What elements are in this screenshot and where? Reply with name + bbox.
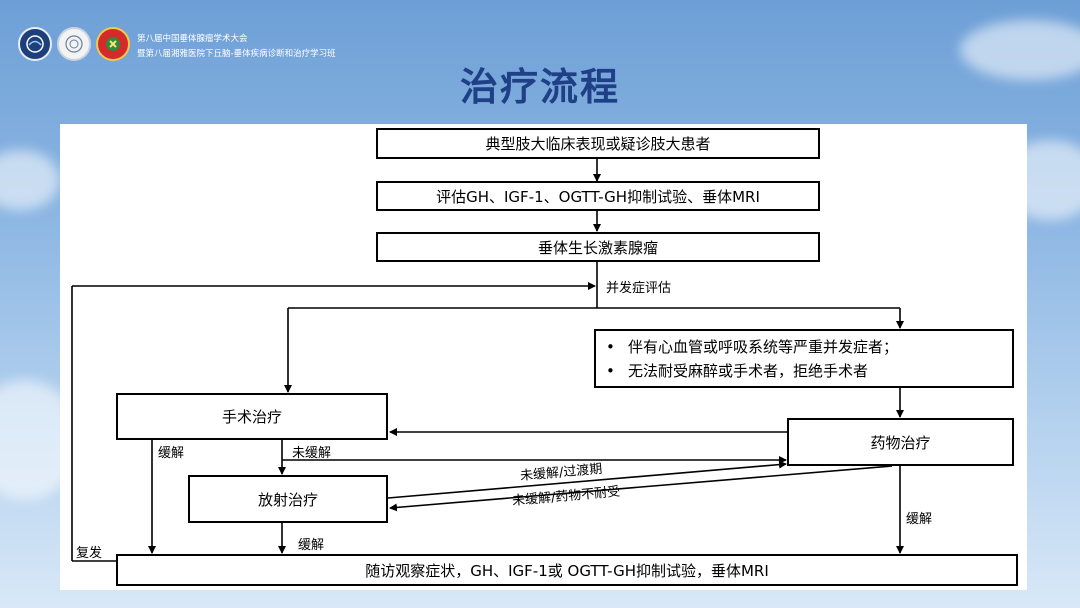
node-surgery: 手术治疗	[116, 393, 388, 440]
node-start: 典型肢大临床表现或疑诊肢大患者	[376, 128, 820, 159]
node-criteria: 伴有心血管或呼吸系统等严重并发症者； 无法耐受麻醉或手术者，拒绝手术者	[594, 329, 1014, 388]
node-radiation: 放射治疗	[188, 475, 388, 523]
hospital-emblem-icon	[96, 27, 130, 61]
criteria-item: 无法耐受麻醉或手术者，拒绝手术者	[606, 359, 898, 383]
criteria-item: 伴有心血管或呼吸系统等严重并发症者；	[606, 335, 898, 359]
criteria-list: 伴有心血管或呼吸系统等严重并发症者； 无法耐受麻醉或手术者，拒绝手术者	[606, 335, 898, 383]
label-relapse: 复发	[76, 546, 103, 561]
label-surgery-remission: 缓解	[158, 446, 185, 461]
university-seal-icon	[57, 27, 91, 61]
page-title: 治疗流程	[459, 65, 620, 109]
label-complication-eval: 并发症评估	[606, 281, 672, 296]
label-surgery-no-remission: 未缓解	[292, 446, 332, 461]
node-diagnosis: 垂体生长激素腺瘤	[376, 232, 820, 262]
label-medication-remission: 缓解	[906, 512, 933, 527]
cloud-decoration	[0, 150, 60, 210]
label-radiation-remission: 缓解	[298, 538, 325, 553]
node-medication: 药物治疗	[787, 418, 1014, 466]
flowchart-panel: 典型肢大临床表现或疑诊肢大患者 评估GH、IGF-1、OGTT-GH抑制试验、垂…	[60, 124, 1027, 590]
arrow-radiation-medication	[387, 460, 787, 499]
node-followup: 随访观察症状，GH、IGF-1或 OGTT-GH抑制试验，垂体MRI	[116, 554, 1018, 586]
conference-subtitle: 暨第八届湘雅医院下丘脑-垂体疾病诊断和治疗学习班	[137, 49, 336, 59]
flowchart-connectors	[71, 159, 904, 562]
arrow-medication-radiation	[389, 465, 893, 512]
conference-logo-icon	[18, 27, 52, 61]
cloud-decoration	[960, 20, 1080, 80]
node-evaluate: 评估GH、IGF-1、OGTT-GH抑制试验、垂体MRI	[376, 181, 820, 211]
conference-name: 第八届中国垂体腺瘤学术大会	[137, 34, 248, 44]
